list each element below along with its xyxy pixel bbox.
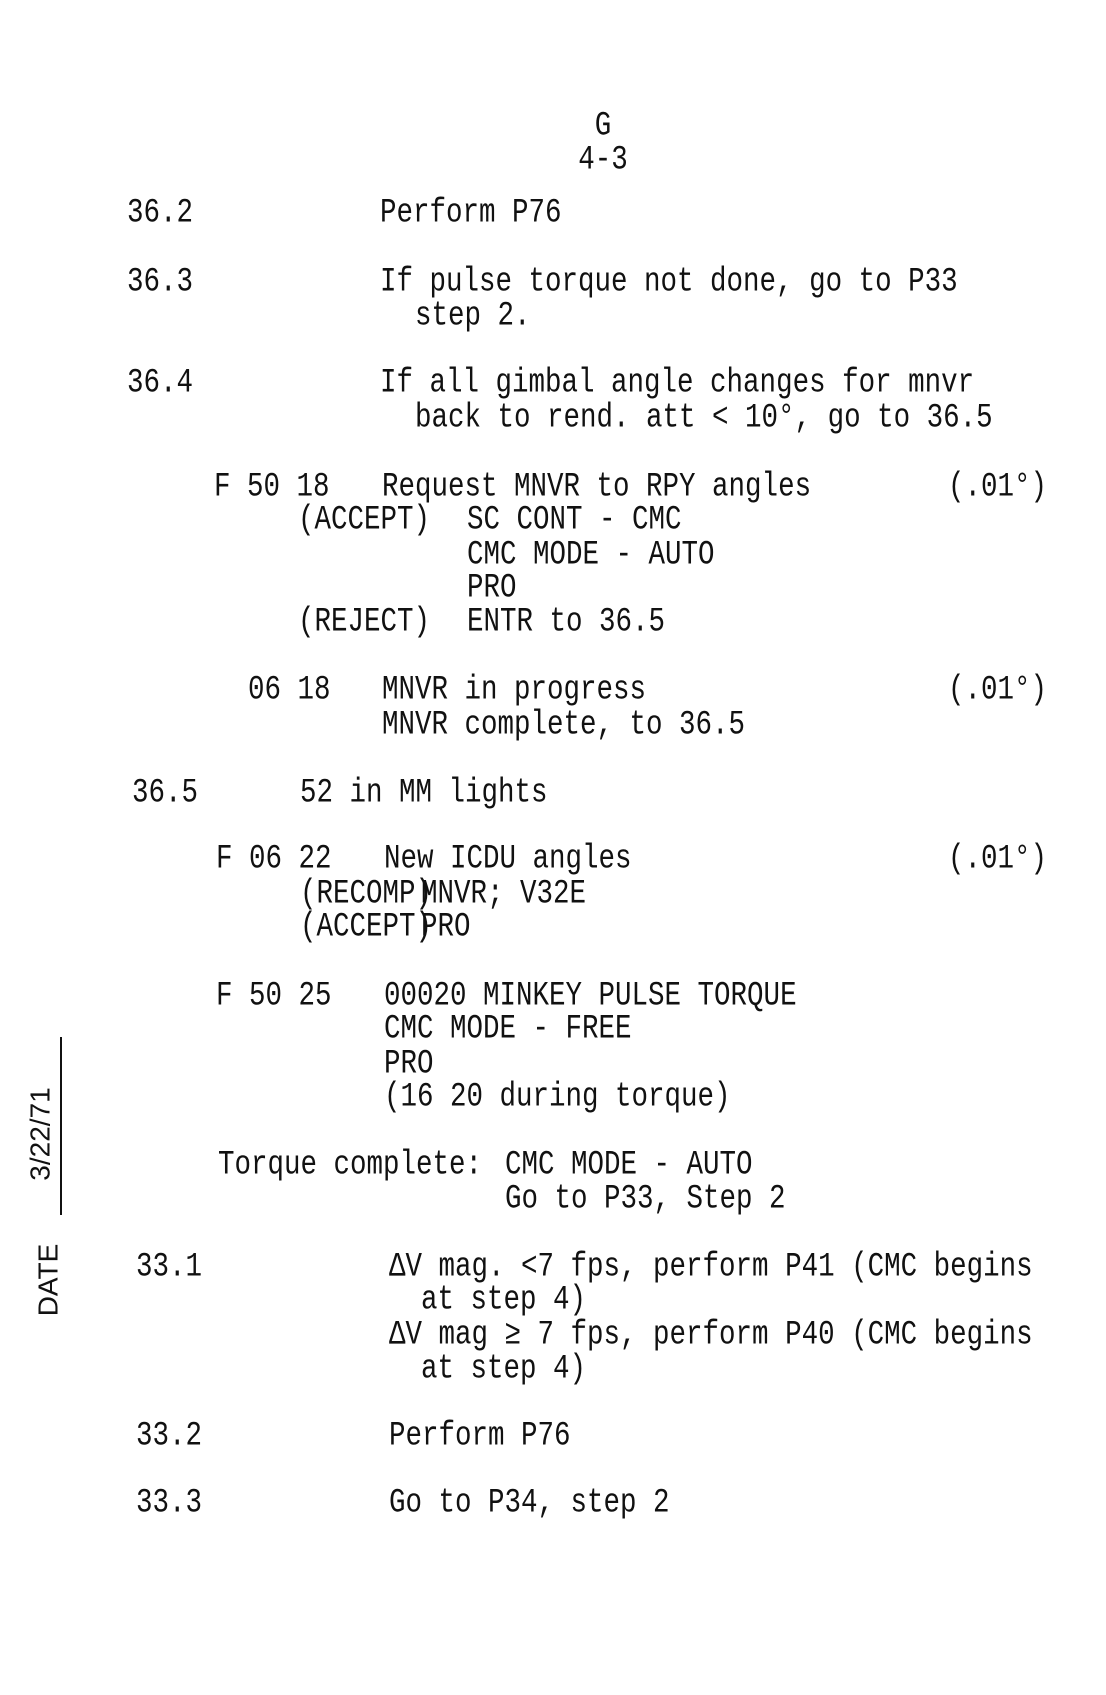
response-label: (ACCEPT) [300,908,433,947]
display-text: New ICDU angles [384,840,632,879]
action-text: SC CONT - CMC [467,501,682,540]
action-text: MNVR; V32E [421,875,587,914]
date-underline [60,1037,62,1215]
verb-noun: F 50 18 [214,468,330,507]
action-text: CMC MODE - AUTO [467,536,715,575]
action-text: (16 20 during torque) [384,1078,731,1117]
response-label: (RECOMP) [300,875,433,914]
step-text: Go to P34, step 2 [389,1484,670,1523]
display-text: 00020 MINKEY PULSE TORQUE [384,977,797,1016]
display-text: MNVR in progress [382,671,647,710]
verb-noun: F 50 25 [216,977,332,1016]
step-number: 36.5 [132,774,199,813]
step-text: ΔV mag. <7 fps, perform P41 (CMC begins [389,1248,1033,1287]
step-text: Perform P76 [380,194,562,233]
display-text: MNVR complete, to 36.5 [382,706,746,745]
verb-noun: 06 18 [248,671,331,710]
units: (.01°) [948,671,1048,710]
action-text: Go to P33, Step 2 [505,1180,786,1219]
action-text: CMC MODE - FREE [384,1010,632,1049]
step-text: at step 4) [421,1350,587,1389]
section-letter: G [594,107,612,146]
step-number: 36.2 [127,194,194,233]
units: (.01°) [948,840,1048,879]
step-text: If pulse torque not done, go to P33 [380,263,958,302]
action-text: PRO [421,908,471,947]
step-text: 52 in MM lights [300,774,548,813]
action-text: CMC MODE - AUTO [505,1146,753,1185]
date-value: 3/22/71 [24,1087,56,1181]
condition-label: Torque complete: [218,1146,483,1185]
step-number: 33.2 [136,1417,203,1456]
verb-noun: F 06 22 [216,840,332,879]
step-text: at step 4) [421,1281,587,1320]
action-text: PRO [384,1045,434,1084]
step-text: Perform P76 [389,1417,571,1456]
units: (.01°) [948,468,1048,507]
step-number: 33.3 [136,1484,203,1523]
display-text: Request MNVR to RPY angles [382,468,812,507]
action-text: ENTR to 36.5 [467,603,666,642]
date-label: DATE [32,1243,64,1317]
page-number: 4-3 [578,141,628,180]
step-number: 36.3 [127,263,194,302]
step-number: 33.1 [136,1248,203,1287]
step-text: back to rend. att < 10°, go to 36.5 [415,399,993,438]
step-text: If all gimbal angle changes for mnvr [380,364,975,403]
step-text: step 2. [415,297,531,336]
response-label: (REJECT) [298,603,431,642]
step-text: ΔV mag ≥ 7 fps, perform P40 (CMC begins [389,1316,1033,1355]
step-number: 36.4 [127,364,194,403]
action-text: PRO [467,569,517,608]
response-label: (ACCEPT) [298,501,431,540]
